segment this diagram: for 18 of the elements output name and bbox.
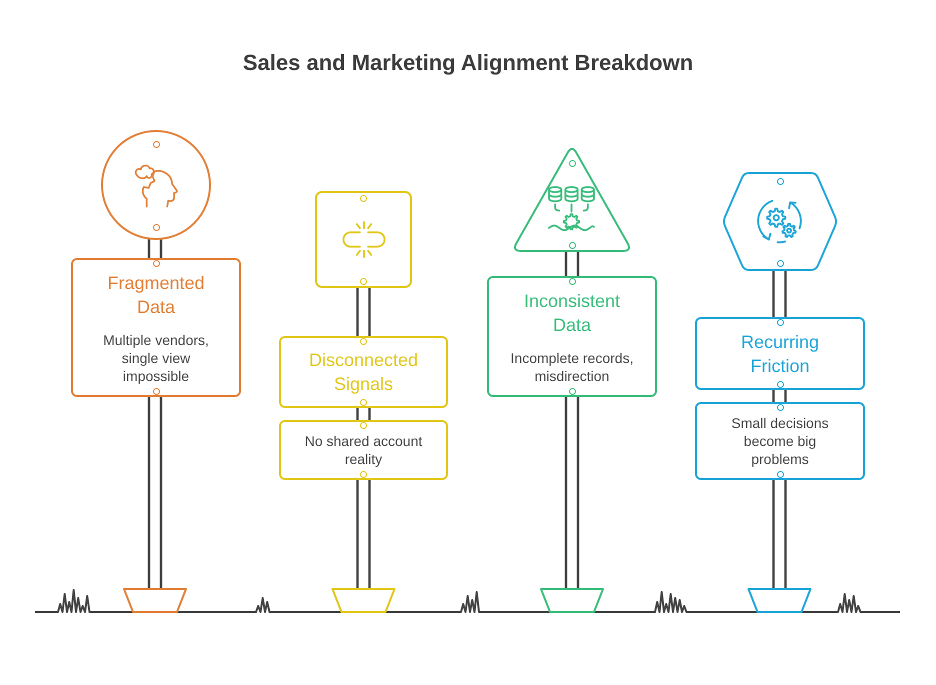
sign-board: [695, 402, 865, 480]
hexagon-sign: [722, 172, 838, 271]
sign-board: [71, 258, 241, 397]
round-sign: [101, 130, 211, 240]
sign-board: [695, 317, 865, 390]
sign-heading: Disconnected Signals: [308, 349, 420, 396]
sign-heading: Fragmented Data: [106, 272, 206, 318]
sign-heading: Inconsistent Data: [522, 290, 622, 336]
sign-text: Small decisions become big problems: [730, 414, 830, 468]
diagram-title: Sales and Marketing Alignment Breakdown: [242, 49, 694, 77]
sign-text: Multiple vendors, single view impossible: [102, 330, 210, 384]
sign-heading: Recurring Friction: [740, 330, 820, 378]
sign-board: [279, 336, 448, 408]
sign-board: [487, 276, 657, 397]
sign-board: [279, 420, 448, 480]
square-sign: [315, 191, 412, 288]
sign-text: Incomplete records, misdirection: [510, 348, 634, 384]
sign-text: No shared account reality: [304, 432, 424, 468]
